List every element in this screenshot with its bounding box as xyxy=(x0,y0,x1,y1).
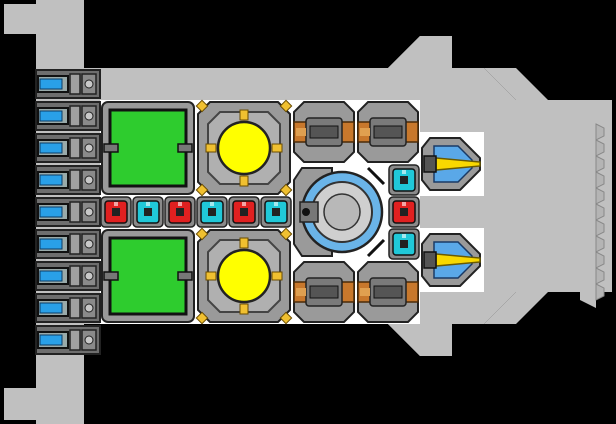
reactor-icon[interactable] xyxy=(195,99,293,197)
armor-block-cyan-icon[interactable] xyxy=(388,228,420,260)
storage-containers xyxy=(101,101,195,323)
armor-block-cyan-icon[interactable] xyxy=(132,196,164,228)
armor-block-red-icon[interactable] xyxy=(164,196,196,228)
thruster-icon[interactable] xyxy=(35,69,101,99)
armor-block-red-icon[interactable] xyxy=(228,196,260,228)
armor-block-red-icon[interactable] xyxy=(100,196,132,228)
reactor-icon[interactable] xyxy=(195,227,293,325)
thruster-icon[interactable] xyxy=(35,197,101,227)
cannon-icon[interactable] xyxy=(357,101,419,163)
thruster-icon[interactable] xyxy=(35,165,101,195)
thruster-icon[interactable] xyxy=(35,101,101,131)
armor-block-cyan-icon[interactable] xyxy=(196,196,228,228)
armor-block-cyan-icon[interactable] xyxy=(388,164,420,196)
armor-row xyxy=(100,164,420,260)
reactors xyxy=(195,99,293,325)
armor-block-cyan-icon[interactable] xyxy=(260,196,292,228)
thruster-icon[interactable] xyxy=(35,261,101,291)
shield-generator-icon[interactable] xyxy=(293,166,386,258)
cannon-icon[interactable] xyxy=(293,101,355,163)
thruster-icon[interactable] xyxy=(35,133,101,163)
storage-container-icon[interactable] xyxy=(101,229,195,323)
cannons xyxy=(293,101,419,323)
laser-turrets xyxy=(421,137,481,287)
laser-turret-icon[interactable] xyxy=(421,137,481,191)
thruster-column xyxy=(35,69,101,355)
thruster-icon[interactable] xyxy=(35,325,101,355)
thruster-icon[interactable] xyxy=(35,229,101,259)
cannon-icon[interactable] xyxy=(357,261,419,323)
nose-armor xyxy=(580,116,605,308)
armor-block-red-icon[interactable] xyxy=(388,196,420,228)
thruster-icon[interactable] xyxy=(35,293,101,323)
laser-turret-icon[interactable] xyxy=(421,233,481,287)
shield-generator xyxy=(293,166,386,258)
storage-container-icon[interactable] xyxy=(101,101,195,195)
cannon-icon[interactable] xyxy=(293,261,355,323)
